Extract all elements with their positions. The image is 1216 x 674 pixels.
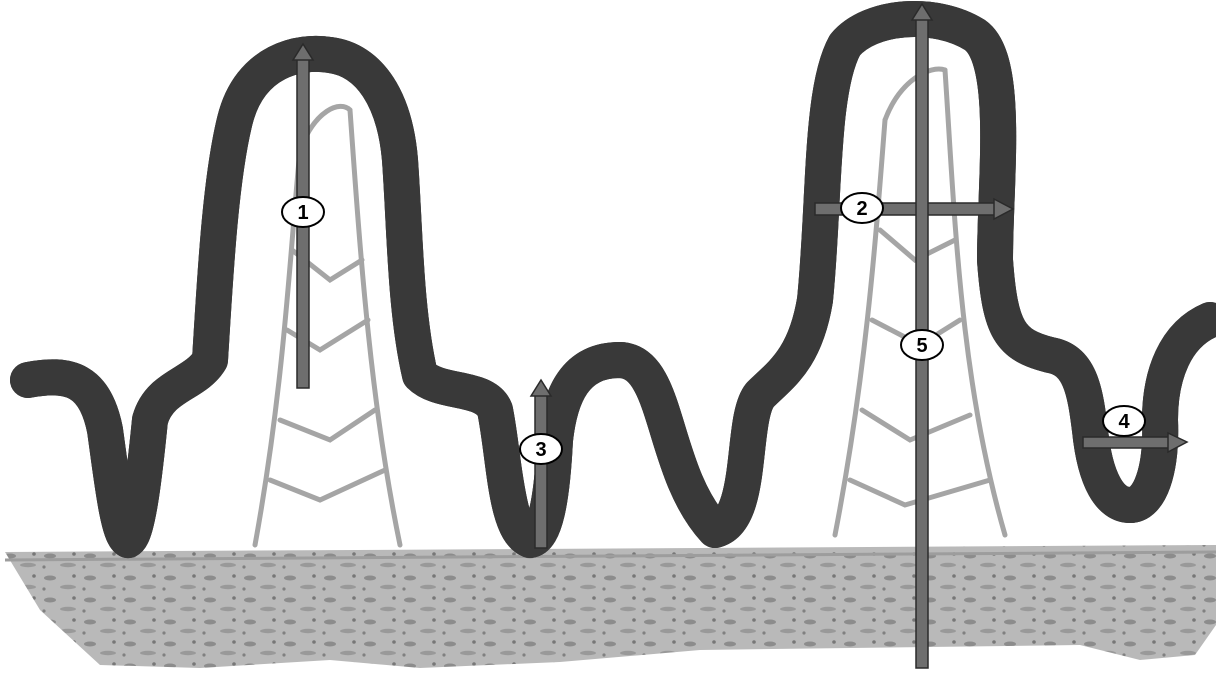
marker-2: 2 bbox=[841, 193, 883, 223]
marker-4-label: 4 bbox=[1118, 411, 1130, 433]
marker-3: 3 bbox=[520, 434, 562, 464]
marker-5: 5 bbox=[901, 330, 943, 360]
marker-5-label: 5 bbox=[916, 335, 927, 357]
marker-4: 4 bbox=[1103, 406, 1145, 436]
marker-1: 1 bbox=[282, 197, 324, 227]
marker-3-label: 3 bbox=[535, 439, 546, 461]
marker-2-label: 2 bbox=[856, 198, 867, 220]
marker-1-label: 1 bbox=[297, 202, 308, 224]
